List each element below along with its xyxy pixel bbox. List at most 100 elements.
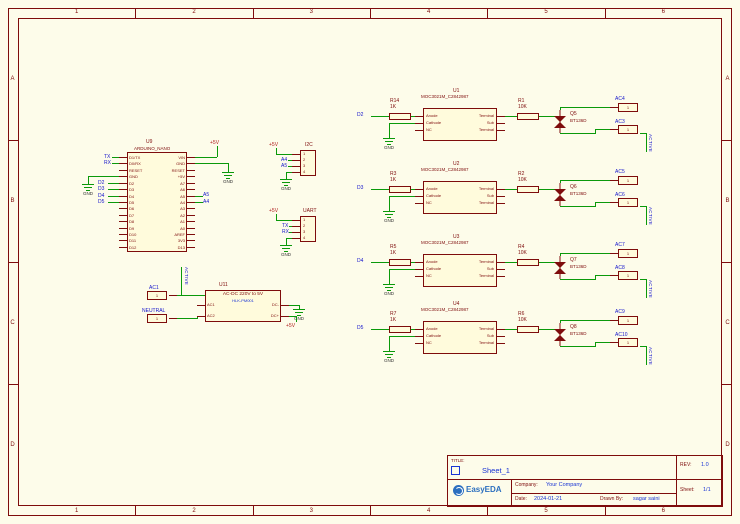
optocoupler-body[interactable] xyxy=(423,108,497,141)
wire[interactable] xyxy=(640,206,646,207)
wire[interactable] xyxy=(88,176,119,177)
wire[interactable] xyxy=(595,202,610,203)
net-label-a4[interactable]: A4 xyxy=(281,157,288,163)
resistor-body[interactable] xyxy=(517,186,539,193)
net-label-a5[interactable]: A5 xyxy=(281,163,288,169)
pin-connector[interactable]: 1 xyxy=(618,249,638,258)
wire[interactable] xyxy=(108,196,119,197)
i2c-header-body[interactable] xyxy=(300,150,316,176)
gnd-symbol[interactable] xyxy=(382,211,396,218)
arduino-body[interactable] xyxy=(127,152,187,252)
uart-header-body[interactable] xyxy=(300,216,316,242)
resistor-body[interactable] xyxy=(389,113,411,120)
power-flag-5v[interactable]: +5V xyxy=(286,323,296,329)
power-flag-5v[interactable]: +5V xyxy=(210,140,220,146)
wire[interactable] xyxy=(286,238,287,245)
wire[interactable] xyxy=(88,176,89,184)
wire[interactable] xyxy=(560,279,595,280)
net-label-conn-bottom[interactable]: AC3 xyxy=(615,119,625,125)
net-label-active[interactable]: ACTIVE xyxy=(184,267,189,286)
power-flag-5v[interactable]: +5V xyxy=(269,208,279,214)
wire[interactable] xyxy=(371,116,389,117)
resistor-body[interactable] xyxy=(517,326,539,333)
wire[interactable] xyxy=(646,346,647,365)
wire[interactable] xyxy=(505,189,517,190)
net-label-a5[interactable]: A5 xyxy=(203,192,210,198)
wire[interactable] xyxy=(560,206,595,207)
wire[interactable] xyxy=(177,318,198,319)
resistor-body[interactable] xyxy=(517,259,539,266)
net-label-neutral[interactable]: NEUTRAL xyxy=(142,308,166,314)
wire[interactable] xyxy=(560,107,561,110)
rev-value[interactable]: 1.0 xyxy=(701,462,709,468)
wire[interactable] xyxy=(595,202,596,207)
wire[interactable] xyxy=(195,157,217,158)
wire[interactable] xyxy=(289,316,296,317)
net-label-conn-top[interactable]: AC5 xyxy=(615,169,625,175)
wire[interactable] xyxy=(595,342,610,343)
wire[interactable] xyxy=(560,180,561,183)
net-label-input[interactable]: D3 xyxy=(357,185,364,191)
wire[interactable] xyxy=(505,329,517,330)
wire[interactable] xyxy=(595,342,596,347)
wire[interactable] xyxy=(389,269,390,284)
power-flag-5v[interactable]: +5V xyxy=(269,142,279,148)
net-label-input[interactable]: D4 xyxy=(357,258,364,264)
gnd-symbol[interactable] xyxy=(382,138,396,145)
pin-connector[interactable]: 1 xyxy=(618,176,638,185)
triac-symbol[interactable] xyxy=(553,183,567,206)
pin-connector[interactable]: 1 xyxy=(618,271,638,280)
wire[interactable] xyxy=(296,316,297,322)
pin-connector[interactable]: 1 xyxy=(618,198,638,207)
wire[interactable] xyxy=(228,163,229,172)
wire[interactable] xyxy=(539,116,560,117)
date-value[interactable]: 2024-01-21 xyxy=(534,496,563,502)
wire[interactable] xyxy=(389,269,415,270)
gnd-symbol[interactable] xyxy=(279,179,293,186)
psu-body[interactable] xyxy=(205,290,281,322)
wire[interactable] xyxy=(288,166,292,167)
wire[interactable] xyxy=(389,196,415,197)
wire[interactable] xyxy=(389,336,415,337)
wire[interactable] xyxy=(276,220,292,221)
wire[interactable] xyxy=(217,146,218,157)
net-label-conn-bottom[interactable]: AC6 xyxy=(615,192,625,198)
wire[interactable] xyxy=(389,196,390,211)
net-label-active[interactable]: ACTIVE xyxy=(648,347,653,366)
company-value[interactable]: Your Company xyxy=(546,482,583,488)
wire[interactable] xyxy=(560,320,561,323)
resistor-body[interactable] xyxy=(517,113,539,120)
wire[interactable] xyxy=(195,163,228,164)
wire[interactable] xyxy=(276,154,292,155)
net-label-conn-bottom[interactable]: AC8 xyxy=(615,265,625,271)
net-label-tx[interactable]: TX xyxy=(282,223,289,229)
triac-symbol[interactable] xyxy=(553,323,567,346)
pin-connector[interactable]: 1 xyxy=(618,338,638,347)
gnd-symbol[interactable] xyxy=(279,245,293,252)
wire[interactable] xyxy=(640,279,646,280)
optocoupler-body[interactable] xyxy=(423,181,497,214)
net-label-rx[interactable]: RX xyxy=(282,229,289,235)
net-label-tx[interactable]: TX xyxy=(104,154,111,160)
wire[interactable] xyxy=(560,346,595,347)
wire[interactable] xyxy=(595,275,596,280)
net-label-d4[interactable]: D4 xyxy=(98,193,105,199)
wire[interactable] xyxy=(288,160,292,161)
wire[interactable] xyxy=(197,316,198,319)
net-label-rx[interactable]: RX xyxy=(104,160,111,166)
net-label-ac1[interactable]: AC1 xyxy=(149,285,159,291)
net-label-input[interactable]: D2 xyxy=(357,112,364,118)
wire[interactable] xyxy=(108,183,119,184)
pin-connector-ac1[interactable]: 1 xyxy=(147,291,167,300)
net-label-input[interactable]: D5 xyxy=(357,325,364,331)
wire[interactable] xyxy=(276,148,277,155)
wire[interactable] xyxy=(560,253,610,254)
net-label-d5[interactable]: D5 xyxy=(98,199,105,205)
triac-symbol[interactable] xyxy=(553,256,567,279)
net-label-conn-top[interactable]: AC9 xyxy=(615,309,625,315)
wire[interactable] xyxy=(371,189,389,190)
wire[interactable] xyxy=(640,346,646,347)
wire[interactable] xyxy=(276,214,277,221)
gnd-symbol[interactable] xyxy=(221,172,235,179)
